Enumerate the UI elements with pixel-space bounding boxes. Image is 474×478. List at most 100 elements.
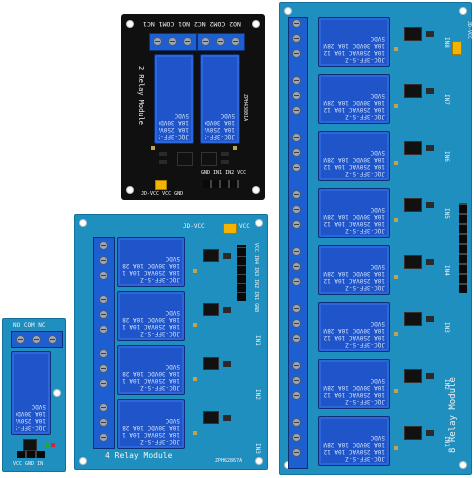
- screw: [292, 304, 301, 313]
- relay: JQC-3FF-S-Z 10A 250VAC 10A 125VAC 10A 30…: [318, 188, 390, 238]
- label-com2: COM2: [209, 20, 226, 28]
- relay: JQC-3FF-S-Z 10A 250VAC 10A 125VAC 10A 30…: [318, 17, 390, 67]
- transistor: [426, 259, 434, 265]
- transistor: [223, 307, 231, 313]
- optocoupler: [404, 141, 422, 155]
- relay: JQC-3FF-S-Z 10A 250VAC 10A 125VAC 10A 30…: [154, 54, 194, 144]
- screw: [292, 34, 301, 43]
- four-relay-module: JD-VCC VCC VCC IN4 IN3 IN2 IN1 GND 4 Rel…: [74, 214, 268, 470]
- resistor: [221, 160, 229, 164]
- led: [51, 443, 55, 447]
- relay-label: JQC-3FF-S-Z 10A 250VAC 10A 125VAC 10A 30…: [16, 403, 46, 431]
- channel-label: IN8: [443, 37, 450, 48]
- label-nc2: NC2: [193, 20, 206, 28]
- screw: [292, 376, 301, 385]
- jd-vcc-jumper[interactable]: [223, 223, 237, 234]
- pin-header[interactable]: [203, 180, 239, 188]
- terminal-block: [11, 331, 63, 348]
- optocoupler: [404, 84, 422, 98]
- relay: JQC-3FF-S-Z 10A 250VAC 10A 125VAC 10A 30…: [318, 359, 390, 409]
- mount-hole: [126, 20, 134, 28]
- screw: [153, 37, 162, 46]
- terminal-column: [93, 237, 115, 449]
- screw: [292, 19, 301, 28]
- relay: JQC-3FF-S-Z 10A 250VAC 10A 125VAC 10A 30…: [318, 416, 390, 466]
- transistor: [223, 361, 231, 367]
- pin-header[interactable]: [237, 245, 246, 301]
- relay-label: JQC-3FF-S-Z 10A 250VAC 10A 125VAC 10A 30…: [323, 92, 385, 120]
- screw: [292, 319, 301, 328]
- label-no1: NO1: [178, 20, 190, 28]
- screw: [292, 448, 301, 457]
- relay: JQC-3FF-S-Z 10A 250VAC 10A 125VAC 10A 30…: [318, 245, 390, 295]
- led: [394, 275, 398, 279]
- led: [394, 446, 398, 450]
- screw: [292, 418, 301, 427]
- pin-header[interactable]: [17, 451, 45, 458]
- relay-label: JQC-3FF-S-Z 10A 250VAC 10A 125VAC 10A 30…: [159, 112, 189, 140]
- screw: [292, 205, 301, 214]
- jumper-label: JD-VCC: [183, 223, 205, 230]
- transistor: [426, 316, 434, 322]
- optocoupler: [404, 426, 422, 440]
- label-nc1: NC1: [143, 20, 155, 28]
- led: [394, 389, 398, 393]
- relay-label: JQC-3FF-S-Z 10A 250VAC 10A 125VAC 10A 30…: [122, 417, 180, 445]
- relay: JQC-3FF-S-Z 10A 250VAC 10A 125VAC 10A 30…: [11, 351, 51, 435]
- relay-label: JQC-3FF-S-Z 10A 250VAC 10A 125VAC 10A 30…: [122, 309, 180, 337]
- transistor: [426, 373, 434, 379]
- channel-label: IN5: [443, 208, 450, 219]
- channel-label: IN1: [443, 436, 450, 447]
- led: [193, 269, 197, 273]
- mount-hole: [255, 457, 263, 465]
- screw: [292, 91, 301, 100]
- screw: [99, 241, 108, 250]
- board-code: ZPH43801A: [242, 94, 248, 122]
- label-com1: COM1: [158, 20, 175, 28]
- channel-label: IN2: [443, 379, 450, 390]
- terminal-labels: NO2 COM2 NC2 NO1 COM1 NC1: [143, 20, 241, 28]
- screw: [183, 37, 192, 46]
- pin-labels: VCC IN4 IN3 IN2 IN1 GND: [253, 243, 259, 312]
- screw: [99, 349, 108, 358]
- screw: [292, 163, 301, 172]
- resistor: [159, 160, 167, 164]
- channel-label: IN7: [443, 94, 450, 105]
- led: [193, 431, 197, 435]
- relay: JQC-3FF-S-Z 10A 250VAC 10A 125VAC 10A 30…: [117, 237, 185, 287]
- relay-label: JQC-3FF-S-Z 10A 250VAC 10A 125VAC 10A 30…: [205, 112, 235, 140]
- led: [394, 332, 398, 336]
- relay-label: JQC-3FF-S-Z 10A 250VAC 10A 125VAC 10A 30…: [323, 149, 385, 177]
- eight-relay-module: JD-VCC 8 Relay Module JQC-3FF-S-Z 10A 25…: [279, 2, 472, 475]
- screw: [292, 433, 301, 442]
- mount-hole: [79, 219, 87, 227]
- mount-hole: [53, 389, 61, 397]
- jd-vcc-jumper[interactable]: [452, 41, 462, 55]
- screw: [216, 37, 225, 46]
- vcc-label: VCC: [239, 223, 250, 230]
- module-title: 2 Relay Module: [137, 66, 145, 126]
- screw: [99, 433, 108, 442]
- terminal-labels: NO COM NC: [13, 322, 46, 329]
- screw: [292, 277, 301, 286]
- jd-vcc-jumper[interactable]: [155, 180, 167, 190]
- mount-hole: [284, 7, 292, 15]
- screw: [292, 334, 301, 343]
- screw: [292, 361, 301, 370]
- pin-label: IN1: [253, 291, 259, 301]
- screw: [292, 106, 301, 115]
- two-relay-module: NO2 COM2 NC2 NO1 COM1 NC1 JQC-3FF-S-Z 10…: [121, 14, 265, 200]
- optocoupler: [177, 152, 193, 166]
- led: [193, 323, 197, 327]
- pin-label: IN4: [253, 255, 259, 265]
- screw: [201, 37, 210, 46]
- mount-hole: [126, 186, 134, 194]
- channel-label: IN3: [443, 322, 450, 333]
- pin-header[interactable]: [459, 203, 467, 293]
- one-relay-module: NO COM NC JQC-3FF-S-Z 10A 250VAC 10A 125…: [2, 318, 66, 472]
- optocoupler: [404, 369, 422, 383]
- channel-label: IN6: [443, 151, 450, 162]
- optocoupler: [404, 312, 422, 326]
- screw: [99, 379, 108, 388]
- relay-label: JQC-3FF-S-Z 10A 250VAC 10A 125VAC 10A 30…: [122, 255, 180, 283]
